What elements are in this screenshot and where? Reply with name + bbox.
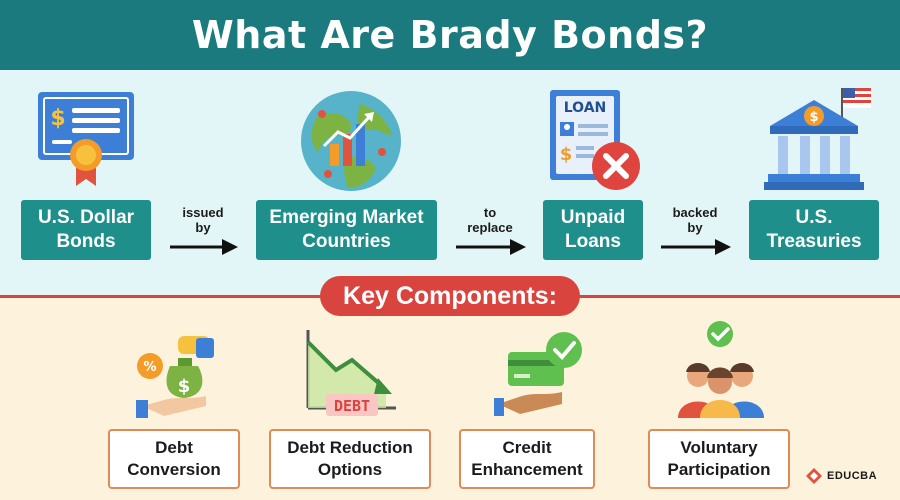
component-debt-reduction-options: Debt Reduction Options: [269, 429, 431, 489]
certificate-icon: $: [38, 92, 134, 186]
connector-label-line1: to: [483, 205, 497, 220]
connector-issued-by: issued by: [166, 205, 240, 256]
unpaid-loan-icon: LOAN $: [550, 90, 640, 190]
flow-box-emerging-markets: Emerging Market Countries: [256, 200, 437, 260]
svg-text:$: $: [50, 106, 65, 131]
svg-text:$: $: [809, 110, 818, 125]
connector-label-line1: issued: [182, 205, 224, 220]
connector-label-line2: replace: [467, 220, 513, 235]
connector-backed-by: backed by: [657, 205, 733, 256]
flow-box-us-treasuries: U.S. Treasuries: [749, 200, 879, 260]
flow-box-unpaid-loans: Unpaid Loans: [543, 200, 643, 260]
debt-conversion-icon: % $: [136, 336, 214, 418]
component-voluntary-participation: Voluntary Participation: [648, 429, 790, 489]
educba-logo: EDUCBA: [806, 468, 877, 484]
svg-text:$: $: [560, 144, 573, 165]
page-title: What Are Brady Bonds?: [191, 13, 709, 57]
header-banner: What Are Brady Bonds?: [0, 0, 900, 70]
flow-box-us-dollar-bonds: U.S. Dollar Bonds: [21, 200, 151, 260]
loan-icon-label: LOAN: [564, 100, 607, 116]
component-credit-enhancement: Credit Enhancement: [459, 429, 595, 489]
globe-growth-icon: [301, 91, 401, 191]
debt-icon-label: DEBT: [334, 397, 370, 415]
arrow-right-icon: [456, 239, 526, 255]
connector-label-line2: by: [195, 220, 211, 235]
connector-to-replace: to replace: [452, 205, 528, 256]
credit-enhancement-icon: [494, 332, 582, 416]
voluntary-participation-icon: [678, 321, 764, 418]
key-components-heading: Key Components:: [320, 276, 580, 316]
component-debt-conversion: Debt Conversion: [108, 429, 240, 489]
debt-reduction-chart-icon: DEBT: [306, 330, 396, 416]
brand-name: EDUCBA: [827, 470, 878, 482]
treasury-bank-icon: $: [764, 88, 871, 190]
connector-label-line1: backed: [672, 205, 718, 220]
educba-logo-icon: [806, 468, 822, 484]
arrow-right-icon: [661, 239, 731, 255]
connector-label-line2: by: [687, 220, 703, 235]
svg-text:$: $: [178, 376, 191, 397]
svg-text:%: %: [143, 360, 156, 375]
arrow-right-icon: [170, 239, 238, 255]
